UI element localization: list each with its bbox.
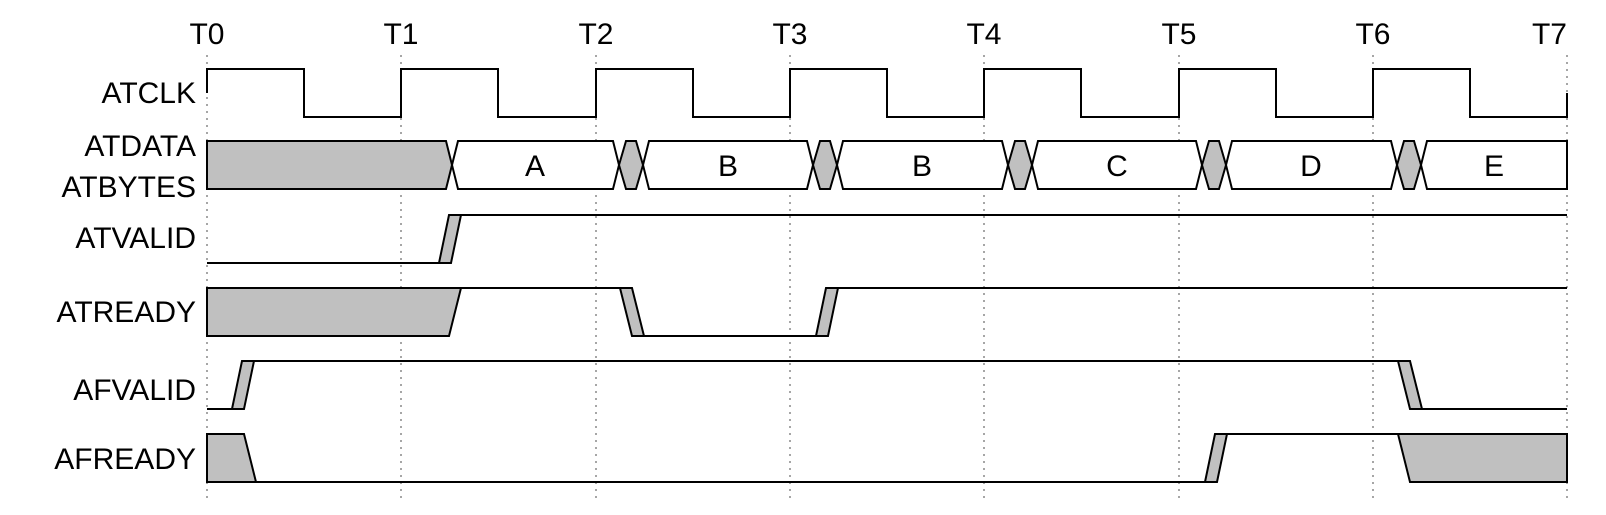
signal-label-afvalid: AFVALID — [73, 374, 196, 407]
atready-falling-edge — [618, 287, 646, 337]
signal-label-atclk: ATCLK — [102, 77, 196, 110]
time-marker-t5: T5 — [1161, 18, 1196, 51]
atdata-value-b2: B — [912, 150, 932, 183]
atready-rising-edge — [814, 287, 840, 337]
afvalid-rising-edge — [230, 360, 256, 410]
atready-waveform — [206, 287, 1567, 337]
atclk-waveform — [206, 68, 1568, 118]
time-marker-t6: T6 — [1355, 18, 1390, 51]
atdata-value-e: E — [1484, 150, 1504, 183]
atdata-value-d: D — [1300, 150, 1322, 183]
time-markers: T0 T1 T2 T3 T4 T5 T6 T7 — [189, 18, 1567, 51]
time-marker-t4: T4 — [966, 18, 1001, 51]
signal-label-atbytes: ATBYTES — [62, 171, 196, 204]
atdata-transition-4 — [1200, 140, 1228, 190]
signal-label-atdata: ATDATA — [84, 130, 196, 163]
atvalid-waveform — [207, 214, 1567, 264]
atdata-value-c: C — [1106, 150, 1128, 183]
atdata-value-a: A — [525, 150, 545, 183]
afvalid-falling-edge — [1396, 360, 1424, 410]
afvalid-waveform — [207, 360, 1567, 410]
afready-undefined-initial — [206, 433, 258, 483]
time-marker-t3: T3 — [772, 18, 807, 51]
time-marker-t7: T7 — [1532, 18, 1567, 51]
atvalid-rising-edge — [437, 214, 463, 264]
atdata-transition-3 — [1006, 140, 1034, 190]
time-marker-t1: T1 — [383, 18, 418, 51]
atdata-bus: A B B C D E — [206, 140, 1568, 190]
afready-rising-edge — [1203, 433, 1229, 483]
afready-waveform — [206, 433, 1568, 483]
atready-undefined-initial — [206, 287, 463, 337]
signal-labels: ATCLK ATDATA ATBYTES ATVALID ATREADY AFV… — [54, 77, 196, 476]
atdata-transition-2 — [811, 140, 839, 190]
time-marker-t2: T2 — [578, 18, 613, 51]
signal-label-atvalid: ATVALID — [75, 222, 196, 255]
atdata-transition-1 — [617, 140, 645, 190]
afready-undefined-final — [1396, 433, 1568, 483]
signal-label-afready: AFREADY — [54, 443, 196, 476]
atdata-transition-5 — [1395, 140, 1423, 190]
atdata-segment-e — [1419, 140, 1568, 190]
atdata-undefined-initial — [206, 140, 454, 190]
atdata-value-b1: B — [718, 150, 738, 183]
time-marker-t0: T0 — [189, 18, 224, 51]
signal-label-atready: ATREADY — [57, 296, 196, 329]
